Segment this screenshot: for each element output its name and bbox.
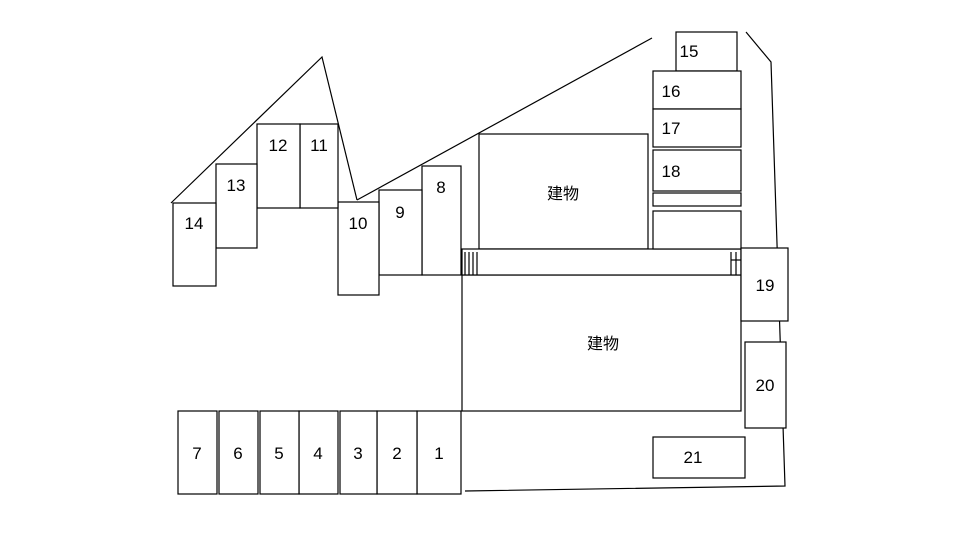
space-6-label: 6	[233, 444, 242, 463]
space-18-label: 18	[662, 162, 681, 181]
parking-space-3: 3	[339, 410, 378, 495]
parking-space-17: 17	[652, 108, 742, 148]
parking-space-8: 8	[421, 165, 462, 276]
parking-space-13: 13	[215, 163, 258, 249]
site-boundary-left	[170, 55, 358, 204]
space-12-label: 12	[269, 136, 288, 155]
parking-space-12: 12	[256, 123, 301, 209]
parking-space-7: 7	[177, 410, 218, 495]
passage-corridor	[461, 248, 742, 276]
space-10-label: 10	[349, 214, 368, 233]
space-3-label: 3	[353, 444, 362, 463]
space-19-label: 19	[756, 276, 775, 295]
space-9-label: 9	[395, 203, 404, 222]
parking-space-10: 10	[337, 201, 380, 296]
parking-space-15: 15	[675, 31, 738, 72]
site-boundary-top	[356, 37, 653, 201]
parking-space-9: 9	[378, 189, 423, 276]
space-17-label: 17	[662, 119, 681, 138]
parking-space-4: 4	[298, 410, 339, 495]
parking-space-14: 14	[172, 202, 217, 287]
parking-space-5: 5	[259, 410, 300, 495]
building-lower-label: 建物	[587, 334, 619, 353]
parking-space-16: 16	[652, 70, 742, 110]
space-8-label: 8	[436, 178, 445, 197]
parking-space-21: 21	[652, 436, 746, 479]
space-1-label: 1	[434, 444, 443, 463]
parking-space-20: 20	[744, 341, 787, 429]
building-lower: 建物	[461, 274, 742, 412]
unnumbered-space	[652, 210, 742, 250]
space-13-label: 13	[227, 176, 246, 195]
space-15-label: 15	[680, 42, 699, 61]
parking-space-6: 6	[218, 410, 259, 495]
parking-space-2: 2	[376, 410, 418, 495]
parking-space-1: 1	[416, 410, 462, 495]
space-7-label: 7	[192, 444, 201, 463]
space-5-label: 5	[274, 444, 283, 463]
parking-space-19: 19	[740, 247, 789, 322]
space-21-label: 21	[684, 448, 703, 467]
space-11-label: 11	[310, 136, 328, 155]
parking-space-18: 18	[652, 149, 742, 192]
building-upper: 建物	[478, 133, 649, 250]
building-upper-label: 建物	[547, 184, 579, 203]
space-16-label: 16	[662, 82, 681, 101]
space-20-label: 20	[756, 376, 775, 395]
parking-space-11: 11	[299, 123, 339, 209]
space-4-label: 4	[313, 444, 322, 463]
space-14-label: 14	[185, 214, 204, 233]
unnumbered-strip	[652, 192, 742, 207]
space-2-label: 2	[392, 444, 401, 463]
